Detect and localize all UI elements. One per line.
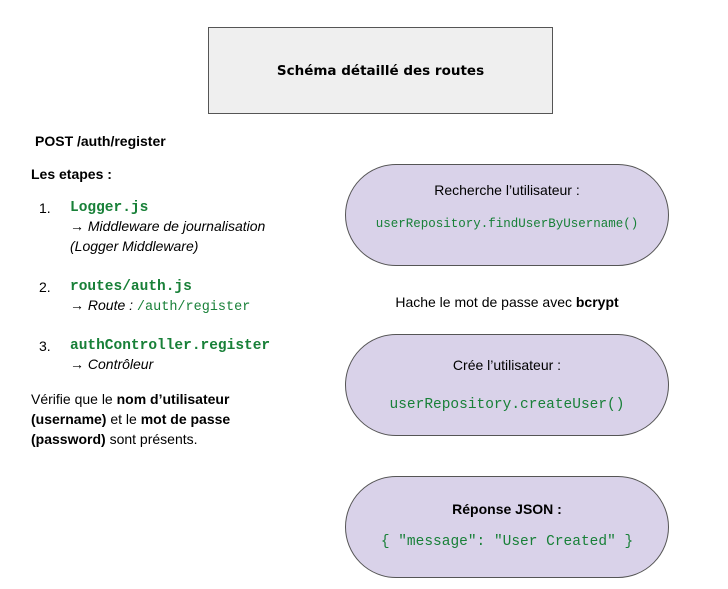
find-user-label: Recherche l’utilisateur : (434, 182, 580, 198)
steps-heading: Les etapes : (31, 166, 112, 182)
step-code: authController.register (70, 338, 271, 354)
step-code: Logger.js (70, 200, 149, 216)
step-description-prefix: → Route : (70, 297, 137, 313)
hash-algorithm: bcrypt (575, 294, 619, 310)
step-description: → Middleware de journalisation (Logger M… (70, 216, 310, 256)
create-user-code: userRepository.createUser() (389, 397, 625, 413)
step-description-line: (Logger Middleware) (70, 238, 199, 254)
verification-text: Vérifie que le nom d’utilisateur (userna… (31, 389, 256, 449)
verification-part: Vérifie que le (31, 391, 117, 407)
verification-password: mot de passe (password) (31, 411, 231, 447)
step-description-line: → Middleware de journalisation (70, 218, 266, 234)
endpoint-heading: POST /auth/register (35, 133, 166, 149)
response-label: Réponse JSON : (452, 501, 562, 517)
step-description: → Route : /auth/register (70, 295, 310, 318)
verification-part: et le (106, 411, 141, 427)
find-user-node: Recherche l’utilisateur : userRepository… (345, 164, 669, 266)
json-response-node: Réponse JSON : { "message": "User Create… (345, 476, 669, 578)
step-code: routes/auth.js (70, 279, 192, 295)
verification-username: nom d’utilisateur (username) (31, 391, 230, 427)
title-box: Schéma détaillé des routes (208, 27, 553, 114)
response-code: { "message": "User Created" } (380, 534, 634, 550)
step-number: 2. (39, 279, 51, 295)
hash-step: Hache le mot de passe avec bcrypt (345, 294, 669, 310)
create-user-node: Crée l’utilisateur : userRepository.crea… (345, 334, 669, 436)
verification-part: sont présents. (105, 431, 198, 447)
hash-text: Hache le mot de passe avec (395, 294, 576, 310)
step-number: 1. (39, 200, 51, 216)
create-user-label: Crée l’utilisateur : (452, 357, 562, 373)
step-description: → Contrôleur (70, 356, 154, 372)
diagram-title: Schéma détaillé des routes (276, 62, 485, 79)
find-user-code: userRepository.findUserByUsername() (375, 217, 639, 231)
step-number: 3. (39, 338, 51, 354)
route-path: /auth/register (136, 300, 251, 315)
